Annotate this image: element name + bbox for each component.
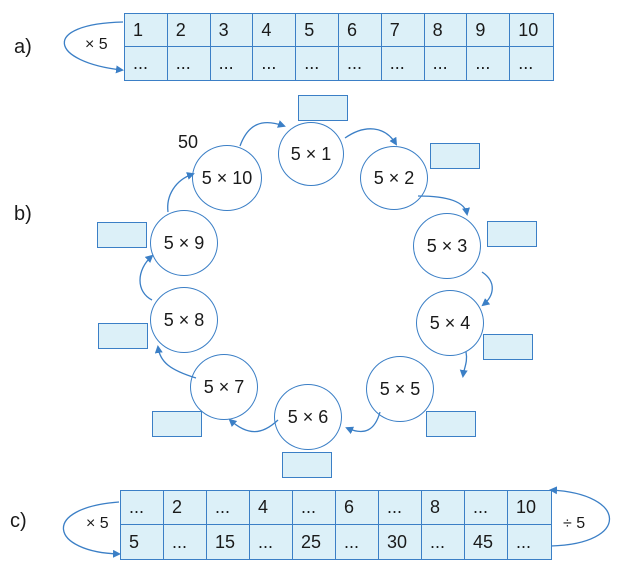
part-c-row2-cell-8[interactable]: ... [422,525,465,559]
part-a-row2-cell-8[interactable]: ... [425,47,468,80]
part-a-row2-cell-1[interactable]: ... [125,47,168,80]
circle-5x4: 5 × 4 [416,290,484,356]
part-a-row1-cell-9: 9 [467,14,511,47]
part-c-row1-cell-6: 6 [336,491,379,525]
part-a-row1-cell-3: 3 [210,14,254,47]
answer-box-5x6[interactable] [282,452,332,478]
arrow-1-to-2 [344,128,398,146]
part-c-row1-cell-2: 2 [164,491,207,525]
part-a-row1-cell-8: 8 [424,14,468,47]
part-c-row2-cell-4[interactable]: ... [250,525,293,559]
part-c-row1-cell-7[interactable]: ... [379,491,422,525]
part-c-row1-cell-9[interactable]: ... [465,491,508,525]
part-c-row1-cell-3[interactable]: ... [207,491,250,525]
answer-box-5x2[interactable] [430,143,480,169]
circle-5x5: 5 × 5 [366,356,434,422]
part-a-row2-cell-7[interactable]: ... [382,47,425,80]
circle-5x9: 5 × 9 [150,210,218,276]
example-answer: 50 [178,132,199,152]
part-a-row1-cell-5: 5 [296,14,339,47]
part-a-row1-cell-6: 6 [338,14,382,47]
part-c-row1-cell-10: 10 [508,491,551,525]
part-c-row1-cell-4: 4 [250,491,293,525]
part-a-row1-cell-7: 7 [381,14,425,47]
part-a-row1-cell-10: 10 [510,14,553,47]
arrow-4-to-5 [459,351,468,378]
part-c-left-operator: × 5 [86,515,109,532]
arrow-10-to-1 [239,120,286,147]
part-a-row2-cell-4[interactable]: ... [253,47,297,80]
arrow-3-to-4 [481,271,493,307]
arrow-9-to-10 [167,172,195,213]
part-c-row2-cell-2[interactable]: ... [164,525,207,559]
part-c-row2-cell-7: 30 [379,525,422,559]
circle-5x1: 5 × 1 [278,122,344,186]
arrow-8-to-9 [139,254,154,301]
part-a-row2-cell-10[interactable]: ... [518,53,534,73]
arrow-6-to-7 [228,418,279,433]
answer-box-5x1[interactable] [298,95,348,121]
part-c-row2-cell-6[interactable]: ... [336,525,379,559]
part-c-row1-cell-5[interactable]: ... [293,491,336,525]
circle-5x7: 5 × 7 [190,354,258,420]
part-c-row2-cell-10[interactable]: ... [516,531,532,552]
part-c-label: c) [10,510,27,532]
part-c-row2-cell-9: 45 [465,525,508,559]
part-a-row1-cell-4: 4 [253,14,297,47]
part-c-row2-cell-3: 15 [207,525,250,559]
part-a-label: a) [14,36,32,58]
part-c-row1-cell-1[interactable]: ... [121,491,164,525]
part-a-row2-cell-5[interactable]: ... [296,47,339,80]
arrow-5-to-6 [345,411,381,435]
circle-5x6: 5 × 6 [274,384,342,450]
circle-5x8: 5 × 8 [150,287,218,353]
circle-5x10: 5 × 10 [192,145,262,211]
part-a-row1-cell-1: 1 [125,14,168,47]
part-c-right-operator: ÷ 5 [563,515,586,532]
part-c-row2-cell-1: 5 [121,525,164,559]
circle-5x3: 5 × 3 [413,213,481,279]
part-c-row2-cell-5: 25 [293,525,336,559]
part-c-row1-cell-8: 8 [422,491,465,525]
answer-box-5x7[interactable] [152,411,202,437]
answer-box-5x9[interactable] [97,222,147,248]
answer-box-5x5[interactable] [426,411,476,437]
answer-box-5x4[interactable] [483,334,533,360]
part-b-label: b) [14,203,32,225]
part-a-row2-cell-6[interactable]: ... [339,47,382,80]
part-a-operator: × 5 [85,36,108,53]
answer-box-5x8[interactable] [98,323,148,349]
circle-5x2: 5 × 2 [360,146,428,210]
part-a-row2-cell-9[interactable]: ... [467,47,511,80]
part-a-row2-cell-3[interactable]: ... [211,47,254,80]
answer-box-5x3[interactable] [487,221,537,247]
part-a-row1-cell-2: 2 [167,14,211,47]
arrow-2-to-3 [417,195,470,216]
part-a-row2-cell-2[interactable]: ... [168,47,211,80]
